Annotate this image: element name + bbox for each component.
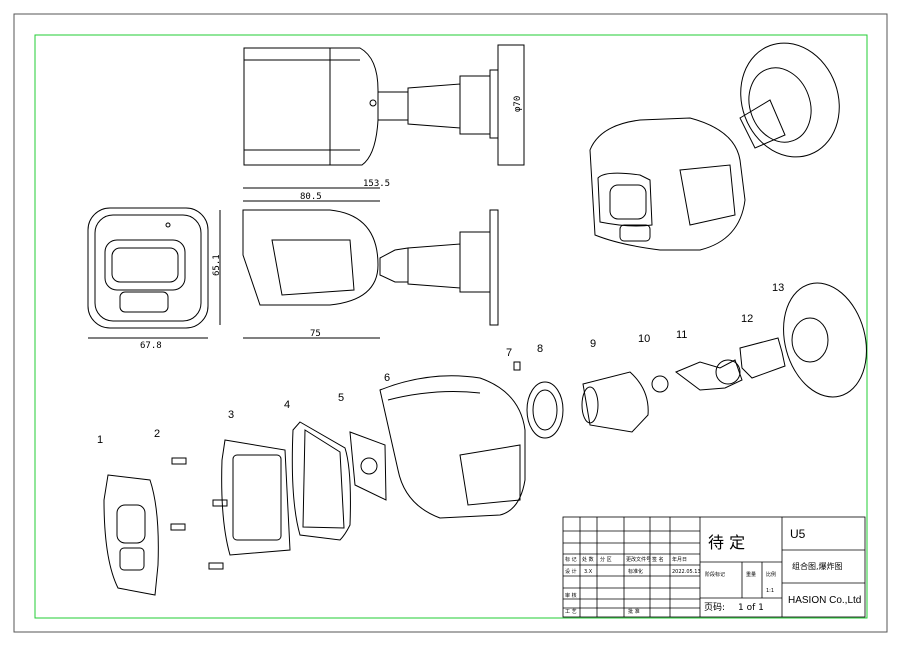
inner-frame — [34, 34, 868, 619]
part-label-4: 4 — [284, 399, 290, 411]
outer-frame — [13, 13, 888, 633]
row-label-sign: 签 名 — [652, 556, 664, 563]
row-label-mark: 标 记 — [565, 556, 577, 563]
exploded-view — [103, 282, 867, 596]
row-label-change-doc: 更改文件号 — [626, 556, 651, 563]
dim-width: 67.8 — [140, 341, 162, 351]
status-stamp: 待 定 — [708, 533, 745, 552]
front-view — [87, 207, 221, 339]
dim-body-length: 75 — [310, 329, 321, 339]
part-label-3: 3 — [228, 409, 234, 421]
part-label-11: 11 — [676, 329, 687, 341]
isometric-view — [589, 42, 840, 251]
approve-label: 批 准 — [628, 608, 640, 615]
top-view — [243, 44, 525, 166]
check-label: 审 核 — [565, 592, 577, 599]
stage-label: 阶段标记 — [705, 571, 725, 578]
part-label-6: 6 — [384, 372, 390, 384]
designer-label: 设 计 — [565, 568, 577, 575]
page-value: 1 of 1 — [738, 603, 764, 613]
dim-mount-diameter: φ70 — [513, 96, 523, 112]
part-label-12: 12 — [741, 313, 753, 325]
weight-label: 重量 — [746, 571, 756, 578]
model-code: U5 — [790, 527, 806, 541]
part-label-7: 7 — [506, 347, 512, 359]
page-label: 页码: — [704, 602, 725, 613]
row-label-date: 年月日 — [672, 556, 687, 563]
version-value: 3.X — [584, 569, 593, 575]
dim-hood-length: 80.5 — [300, 192, 322, 202]
drawing-title: 组合图,爆炸图 — [792, 561, 843, 571]
company-name: HASION Co.,Ltd — [788, 595, 861, 606]
part-label-1: 1 — [97, 434, 103, 446]
part-label-8: 8 — [537, 343, 543, 355]
part-label-13: 13 — [772, 282, 784, 294]
side-view — [242, 187, 499, 339]
title-block-text: 标 记 处 数 分 区 更改文件号 签 名 年月日 设 计 3.X 标准化 20… — [565, 527, 861, 615]
std-label: 标准化 — [628, 568, 643, 575]
part-label-2: 2 — [154, 428, 160, 440]
dim-total-length: 153.5 — [363, 179, 390, 189]
dim-height: 65.1 — [212, 254, 222, 276]
row-label-zone: 分 区 — [600, 556, 612, 563]
row-label-count: 处 数 — [582, 556, 594, 563]
ratio-label: 比例 — [766, 571, 776, 578]
part-label-5: 5 — [338, 392, 344, 404]
process-label: 工 艺 — [565, 609, 577, 615]
part-label-9: 9 — [590, 338, 596, 350]
date-value: 2022.05.13 — [672, 569, 701, 575]
part-label-10: 10 — [638, 333, 650, 345]
part-labels: 1 2 3 4 5 6 7 8 9 10 11 12 13 — [97, 282, 784, 446]
scale-value: 1:1 — [766, 588, 774, 594]
title-block — [562, 516, 866, 618]
